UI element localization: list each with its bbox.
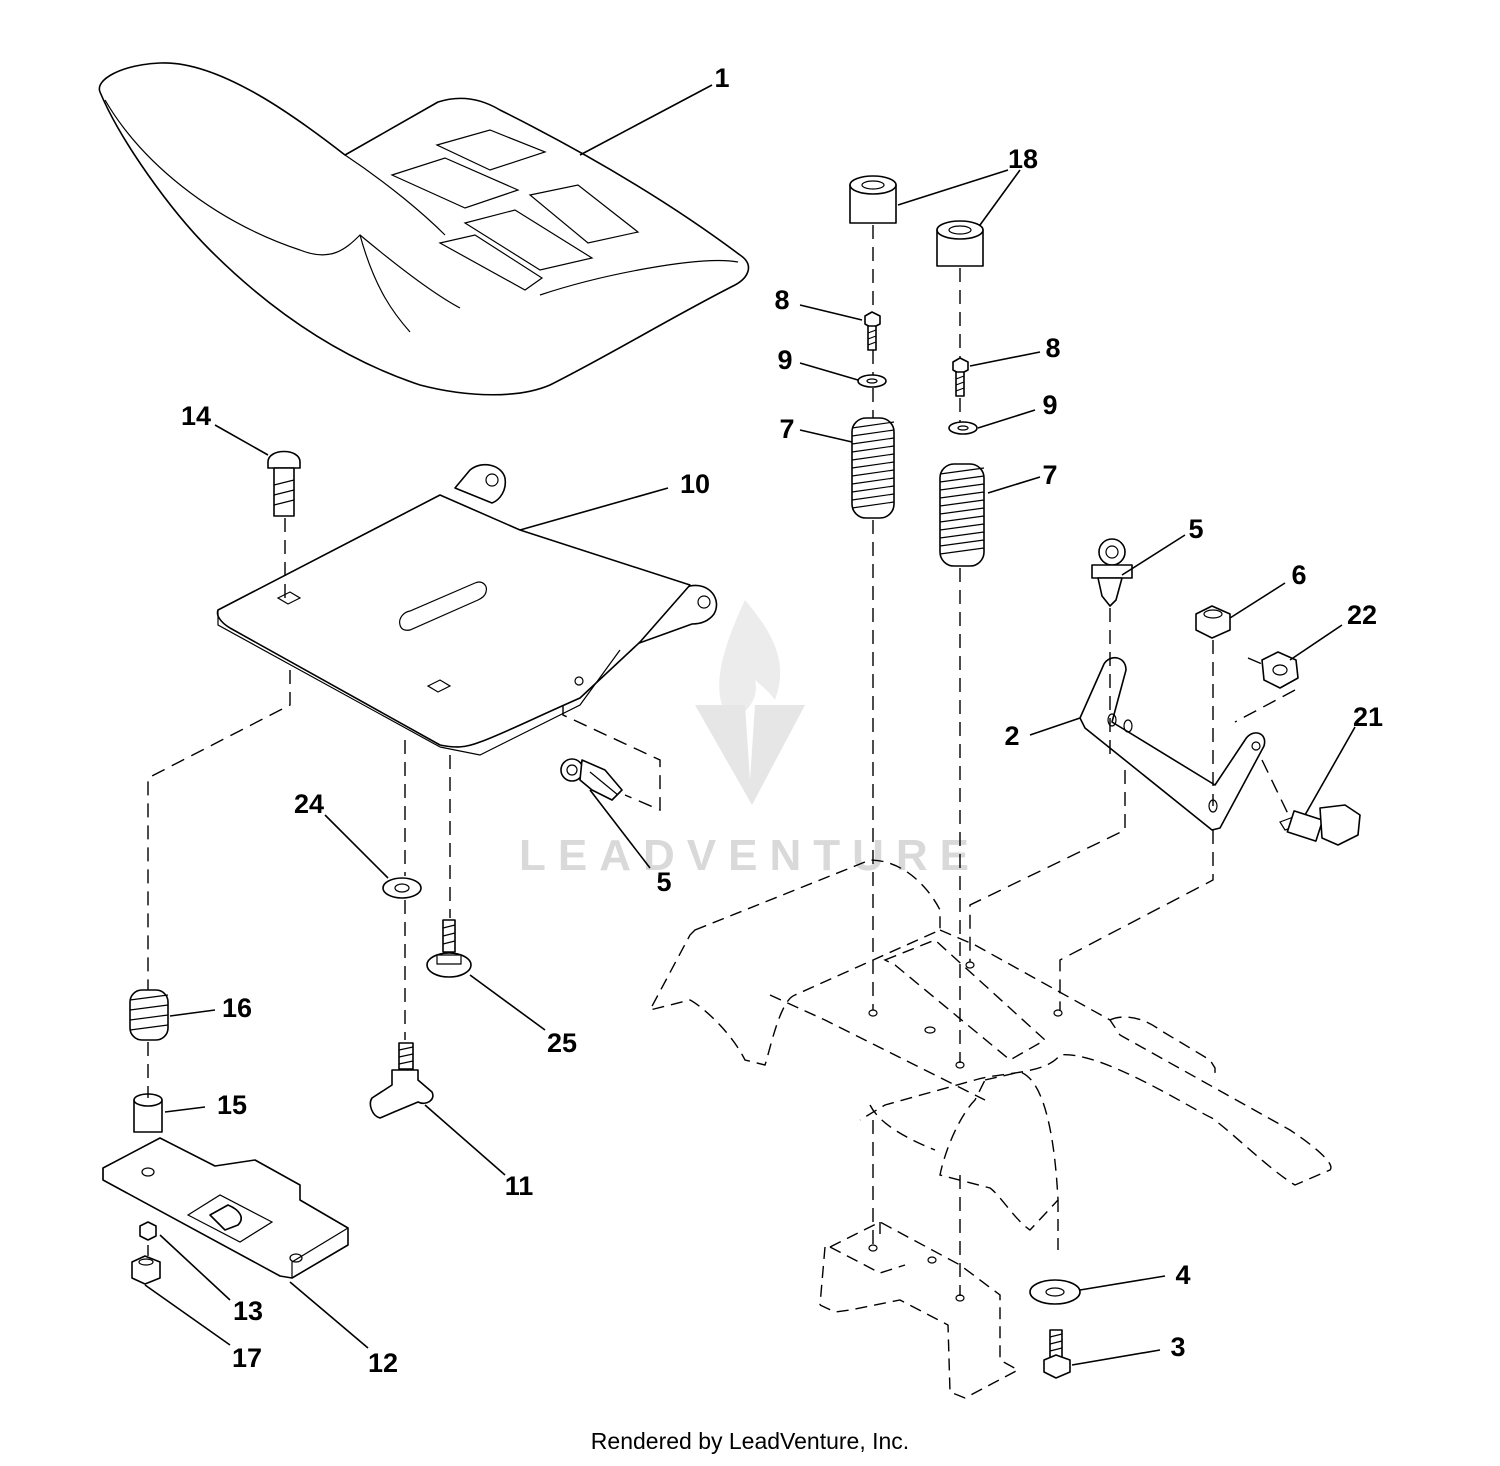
callout-9-right: 9	[1042, 390, 1057, 420]
callout-17: 17	[232, 1343, 262, 1373]
part-carriage-bolt	[267, 450, 301, 517]
footer-credit: Rendered by LeadVenture, Inc.	[590, 1428, 910, 1454]
callout-7-left: 7	[779, 414, 794, 444]
callout-24: 24	[294, 789, 324, 819]
part-seat-pan	[216, 463, 718, 756]
callout-2: 2	[1004, 721, 1019, 751]
callout-10: 10	[680, 469, 710, 499]
part-seat	[98, 62, 750, 396]
callout-25: 25	[547, 1028, 577, 1058]
part-shoulder-bolt	[1279, 804, 1361, 846]
part-nuts	[1195, 605, 1299, 689]
callout-labels: 1 18 8 9 7 8 9 7 14 10 5 6 22 2 21 24 5 …	[181, 63, 1383, 1378]
watermark-flame-icon	[719, 600, 781, 720]
part-plate-nuts	[131, 1221, 161, 1285]
part-slide-plate	[102, 1137, 349, 1279]
callout-18: 18	[1008, 144, 1038, 174]
part-spacers	[849, 175, 984, 267]
part-cable-clip-left	[560, 758, 623, 801]
callout-7-right: 7	[1042, 460, 1057, 490]
callout-8-left: 8	[774, 285, 789, 315]
part-washer-bolt	[1029, 1279, 1081, 1379]
watermark: LEADVENTURE	[519, 600, 981, 880]
part-springs	[851, 417, 985, 567]
leader-lines	[144, 84, 1356, 1366]
callout-1: 1	[714, 63, 729, 93]
part-knob	[369, 1042, 434, 1119]
callout-4: 4	[1175, 1260, 1190, 1290]
callout-21: 21	[1353, 702, 1383, 732]
callout-14: 14	[181, 401, 211, 431]
callout-22: 22	[1347, 600, 1377, 630]
callout-11: 11	[505, 1171, 534, 1201]
part-cable-clip-right	[1091, 538, 1133, 607]
callout-6: 6	[1291, 560, 1306, 590]
part-small-spring	[129, 989, 169, 1041]
callout-15: 15	[217, 1090, 247, 1120]
part-washer-and-screw	[382, 877, 472, 978]
assembly-lines	[147, 225, 1296, 1296]
part-bushing	[133, 1093, 163, 1133]
callout-16: 16	[222, 993, 252, 1023]
part-bracket	[1079, 657, 1266, 831]
callout-13: 13	[233, 1296, 263, 1326]
part-bolts-washers	[857, 311, 978, 435]
callout-5-left: 5	[656, 867, 671, 897]
callout-8-right: 8	[1045, 333, 1060, 363]
watermark-v-icon	[695, 705, 805, 805]
callout-9-left: 9	[777, 345, 792, 375]
watermark-text: LEADVENTURE	[519, 831, 981, 880]
callout-5-right: 5	[1188, 514, 1203, 544]
callout-12: 12	[368, 1348, 398, 1378]
tractor-frame	[648, 859, 1332, 1399]
callout-3: 3	[1170, 1332, 1185, 1362]
